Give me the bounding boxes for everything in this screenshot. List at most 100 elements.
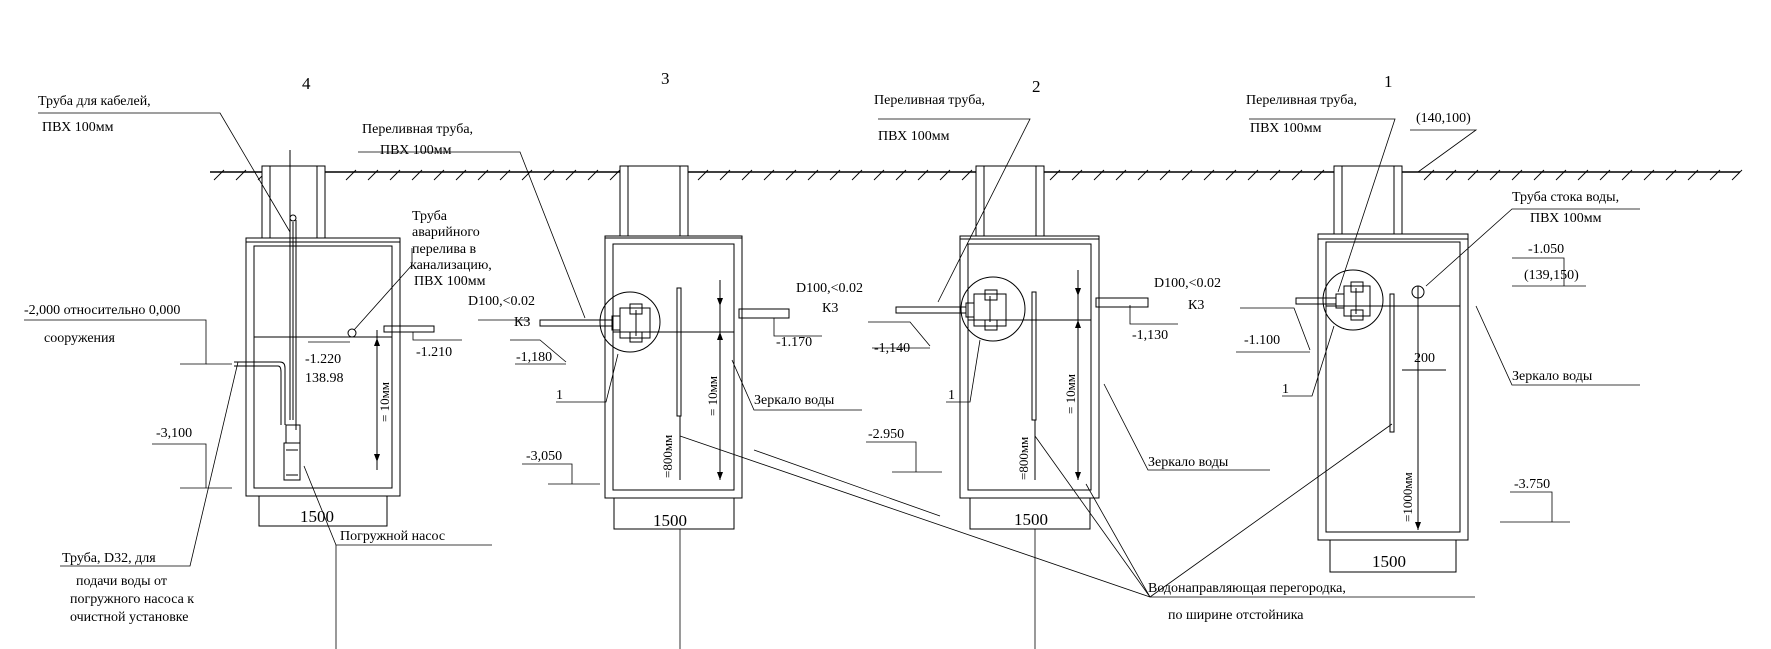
relative-label-2: сооружения xyxy=(44,331,116,346)
level-2950: -2.950 xyxy=(868,427,904,442)
ground-hatch-stroke xyxy=(1665,169,1677,181)
coord-mid: (139,150) xyxy=(1524,268,1579,283)
ground-hatch-stroke xyxy=(213,169,225,181)
chamber-number-3: 3 xyxy=(661,69,670,88)
dim-200: 200 xyxy=(1414,351,1435,366)
width-label-3: 1500 xyxy=(653,511,687,530)
cable-pipe-label-2: ПВХ 100мм xyxy=(42,120,114,135)
ground-hatch-stroke xyxy=(389,169,401,181)
supply-label-3: погружного насоса к xyxy=(70,592,194,607)
level-1140: -1,140 xyxy=(874,341,910,356)
ground-hatch-stroke xyxy=(1445,169,1457,181)
emergency-label-5: ПВХ 100мм xyxy=(414,274,486,289)
pipe-spec-2: D100,<0.02 xyxy=(796,281,863,296)
ground-hatch-stroke xyxy=(1269,169,1281,181)
ground-hatch-stroke xyxy=(1577,169,1589,181)
overflow-label-3a: Переливная труба, xyxy=(362,122,473,137)
ground-hatch-stroke xyxy=(455,169,467,181)
ground-hatch-stroke xyxy=(851,169,863,181)
ground-hatch-stroke xyxy=(917,169,929,181)
dim-10-ch3: = 10мм xyxy=(705,376,720,416)
ground-hatch-stroke xyxy=(1599,169,1611,181)
width-label-2: 1500 xyxy=(1014,510,1048,529)
ground-hatch-stroke xyxy=(1423,169,1435,181)
ground-hatch-stroke xyxy=(829,169,841,181)
overflow-label-2a: Переливная труба, xyxy=(874,93,985,108)
emergency-label-3: перелива в xyxy=(412,242,477,257)
dim-800-ch2: =800мм xyxy=(1016,437,1031,480)
ground-hatch-stroke xyxy=(1489,169,1501,181)
ground-hatch-stroke xyxy=(587,169,599,181)
ground-hatch-stroke xyxy=(785,169,797,181)
text-layer: 4 3 2 1 1500 1500 1500 1500 Труба для ка… xyxy=(24,69,1619,625)
ground-hatch-stroke xyxy=(741,169,753,181)
ground-hatch-stroke xyxy=(367,169,379,181)
water-mirror-label-2: Зеркало воды xyxy=(1148,455,1229,470)
ground-hatch-stroke xyxy=(1247,169,1259,181)
chamber-number-1: 1 xyxy=(1384,72,1393,91)
ground-hatch-stroke xyxy=(1643,169,1655,181)
overflow-label-1a: Переливная труба, xyxy=(1246,93,1357,108)
water-mirror-label-3: Зеркало воды xyxy=(754,393,835,408)
ground-hatch-stroke xyxy=(1159,169,1171,181)
chamber-number-4: 4 xyxy=(302,74,311,93)
ground-hatch-stroke xyxy=(1709,169,1721,181)
ground-hatch-stroke xyxy=(873,169,885,181)
ground-hatch-stroke xyxy=(939,169,951,181)
chamber-2 xyxy=(895,165,1149,530)
drain-label-2: ПВХ 100мм xyxy=(1530,211,1602,226)
ground-hatch-stroke xyxy=(543,169,555,181)
ground-hatch-stroke xyxy=(1621,169,1633,181)
ground-hatch-stroke xyxy=(1181,169,1193,181)
chamber-number-2: 2 xyxy=(1032,77,1041,96)
k3-1: К3 xyxy=(1188,298,1204,313)
emergency-label-4: канализацию, xyxy=(410,258,492,273)
ground-hatch-stroke xyxy=(961,169,973,181)
relative-label-1: -2,000 относительно 0,000 xyxy=(24,303,180,318)
ground-hatch-stroke xyxy=(477,169,489,181)
ground-hatch-stroke xyxy=(1225,169,1237,181)
ground-hatch-stroke xyxy=(1203,169,1215,181)
water-mirror-label-1: Зеркало воды xyxy=(1512,369,1593,384)
ground-hatch-stroke xyxy=(1291,169,1303,181)
level-1050: -1.050 xyxy=(1528,242,1564,257)
dim-1000-ch1: =1000мм xyxy=(1400,472,1415,522)
ground-hatch-stroke xyxy=(1555,169,1567,181)
drain-label-1: Труба стока воды, xyxy=(1512,190,1619,205)
ground-hatch-stroke xyxy=(1687,169,1699,181)
ground-hatch-stroke xyxy=(411,169,423,181)
level-1170: -1.170 xyxy=(776,335,812,350)
ground-hatch-stroke xyxy=(609,169,621,181)
chamber-4 xyxy=(234,150,435,527)
ground-hatch-stroke xyxy=(1467,169,1479,181)
ground-hatch-stroke xyxy=(763,169,775,181)
overflow-label-2b: ПВХ 100мм xyxy=(878,129,950,144)
ground-hatch-stroke xyxy=(521,169,533,181)
ground-hatch-stroke xyxy=(1115,169,1127,181)
dim-800-ch3: =800мм xyxy=(660,435,675,478)
callout-1-ch2: 1 xyxy=(948,388,955,403)
ground-hatch-stroke xyxy=(345,169,357,181)
supply-label-4: очистной установке xyxy=(70,610,188,625)
pipe-spec-1: D100,<0.02 xyxy=(1154,276,1221,291)
supply-label-1: Труба, D32, для xyxy=(62,551,156,566)
chamber-3 xyxy=(539,165,790,530)
ground-hatch-stroke xyxy=(235,169,247,181)
level-3050: -3,050 xyxy=(526,449,562,464)
ground-hatch-stroke xyxy=(1313,169,1325,181)
level-1180: -1,180 xyxy=(516,350,552,365)
ground-hatch-stroke xyxy=(1137,169,1149,181)
level-13898: 138.98 xyxy=(305,371,344,386)
ground-hatch-stroke xyxy=(1511,169,1523,181)
level-1220: -1.220 xyxy=(305,352,341,367)
ground-hatch-stroke xyxy=(499,169,511,181)
callout-1-ch3: 1 xyxy=(556,388,563,403)
pipe-spec-3: D100,<0.02 xyxy=(468,294,535,309)
k3-3: К3 xyxy=(514,315,530,330)
overflow-label-1b: ПВХ 100мм xyxy=(1250,121,1322,136)
dim-10-ch2: = 10мм xyxy=(1063,374,1078,414)
ground-hatch-stroke xyxy=(719,169,731,181)
callout-1-ch1: 1 xyxy=(1282,382,1289,397)
level-3750: -3.750 xyxy=(1514,477,1550,492)
